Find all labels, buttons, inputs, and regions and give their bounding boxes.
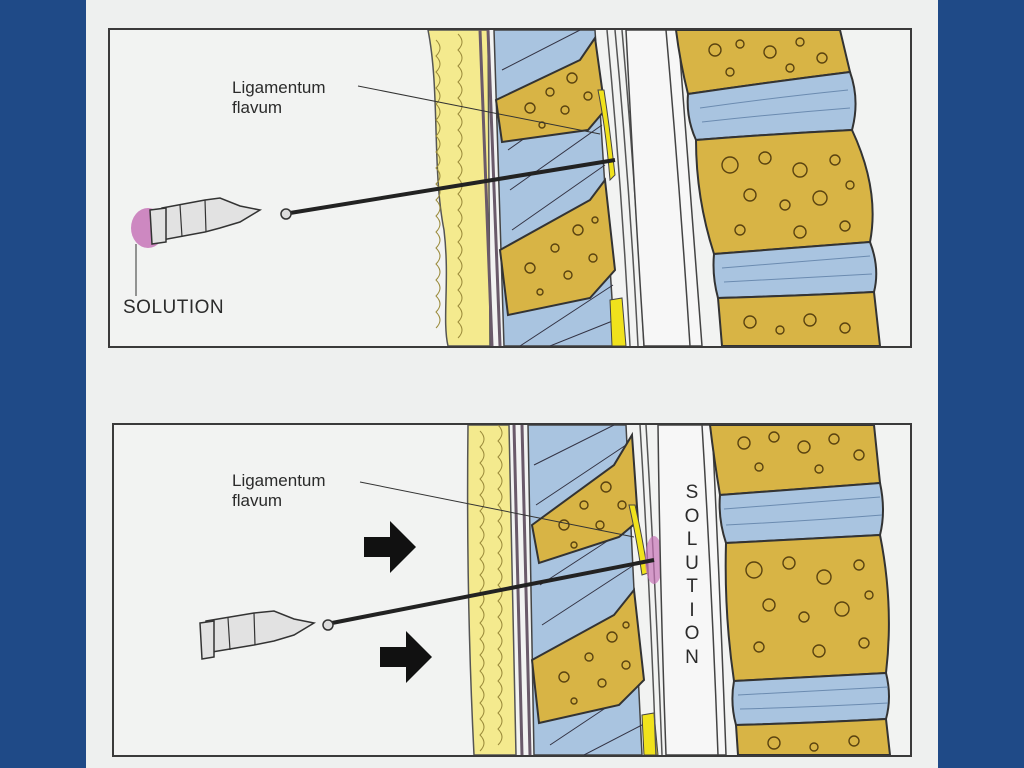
vertebral-body-pores — [708, 37, 855, 335]
arrow-upper-icon — [364, 521, 416, 573]
anterior-dura — [701, 425, 719, 755]
ligament-label-line2: flavum — [232, 98, 283, 117]
bone-pores — [524, 72, 599, 296]
ligamentum-flavum-label: Ligamentum flavum — [232, 78, 372, 118]
disc-striations — [699, 89, 873, 283]
solution-letter: O — [684, 505, 700, 527]
disc-striations — [723, 496, 889, 710]
arrow-lower-icon — [380, 631, 432, 683]
spinal-canal — [657, 425, 727, 755]
panel-needle-injection: Ligamentum flavum S O L U T I O N — [112, 423, 912, 757]
solution-letter: N — [685, 646, 699, 668]
vertebral-body-pores — [737, 431, 874, 752]
ligament-label-line2: flavum — [232, 491, 283, 510]
solution-letter: L — [686, 529, 698, 550]
anterior-dura — [665, 30, 691, 346]
solution-letter: I — [689, 599, 695, 621]
solution-letter: U — [685, 552, 699, 574]
ligamentum-flavum-label: Ligamentum flavum — [232, 471, 372, 511]
ligament-leader-line — [357, 85, 601, 135]
solution-label: SOLUTION — [123, 297, 225, 318]
solution-letter: S — [685, 482, 699, 503]
bone-pores — [558, 481, 631, 705]
spinous-process-lower — [498, 177, 617, 317]
spinous-process-lower — [530, 587, 646, 725]
solution-letter: T — [686, 576, 698, 597]
ligament-label-line1: Ligamentum — [232, 78, 326, 97]
fascia — [478, 30, 502, 346]
spinal-needle — [199, 558, 655, 660]
panel-needle-before-injection: Ligamentum flavum SOLUTION — [108, 28, 912, 348]
fascia — [512, 425, 532, 755]
ligament-leader-line — [359, 481, 635, 538]
fat-lobules — [479, 425, 503, 752]
spine-cross-section-top — [131, 30, 882, 346]
vertebral-bodies — [708, 425, 892, 755]
ligamentum-flavum-lower — [641, 712, 659, 755]
ligamentum-flavum-lower — [609, 297, 627, 346]
vertebral-bodies — [674, 30, 882, 346]
solution-vertical-label: S O L U T I O N — [682, 481, 702, 669]
spinal-needle — [131, 158, 616, 248]
ligamentum-flavum — [597, 89, 616, 182]
spine-cross-section-bottom — [199, 425, 892, 755]
ligament-label-line1: Ligamentum — [232, 471, 326, 490]
solution-letter: O — [684, 623, 700, 644]
dura-lines — [639, 425, 663, 755]
spinal-canal — [625, 30, 703, 346]
